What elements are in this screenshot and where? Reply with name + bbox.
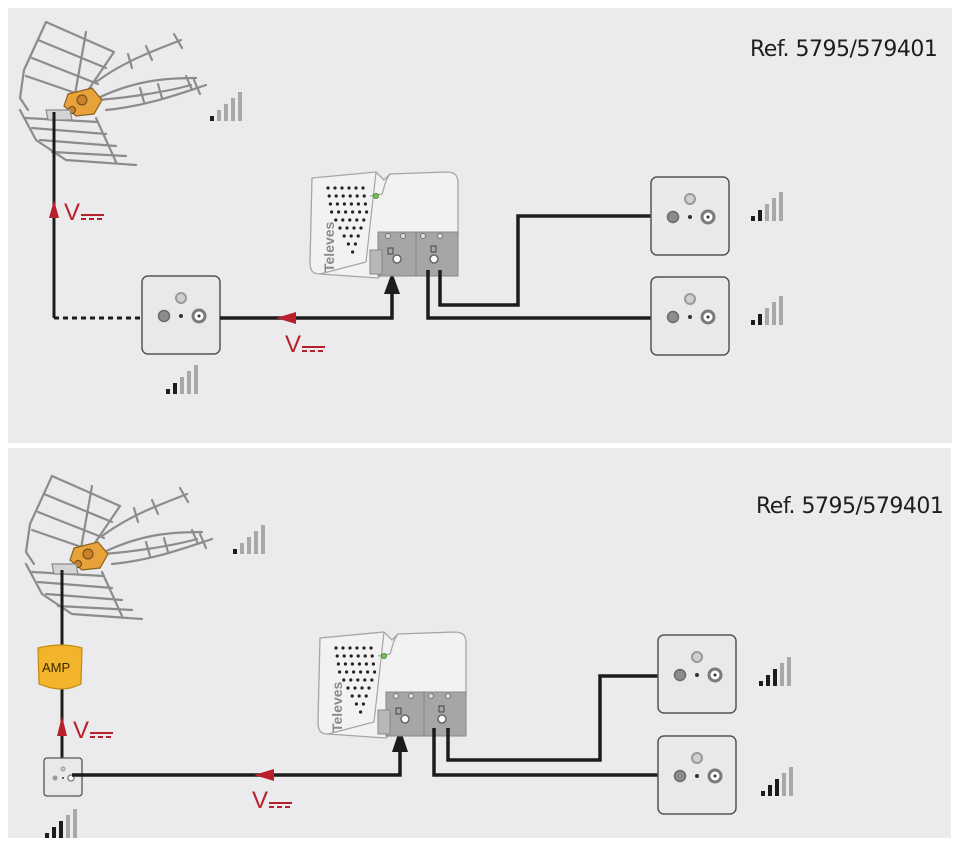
signal-bar-active <box>52 827 56 838</box>
signal-bar-inactive <box>187 371 191 394</box>
voltage-arrow-mast-top <box>49 200 59 218</box>
signal-bar-inactive <box>180 377 184 394</box>
signal-bar-active <box>751 320 755 325</box>
signal-bar-inactive <box>787 657 791 686</box>
voltage-label-input-bottom: V <box>252 787 268 814</box>
signal-strength-output-2-top <box>751 296 783 325</box>
signal-bar-inactive <box>73 809 77 838</box>
signal-bar-active <box>59 821 63 838</box>
signal-strength-antenna-bottom <box>233 525 265 554</box>
signal-bar-inactive <box>765 308 769 325</box>
signal-bar-inactive <box>782 773 786 796</box>
signal-strength-output-1-top <box>751 192 783 221</box>
voltage-label-mast-top: V <box>64 199 80 226</box>
signal-bar-active <box>758 210 762 221</box>
signal-bar-active <box>166 389 170 394</box>
output-cable-1-bottom <box>446 674 658 762</box>
wall-socket-input-bottom <box>43 757 83 797</box>
signal-bar-active <box>210 116 214 121</box>
voltage-arrow-input-top <box>276 312 296 324</box>
signal-bar-active <box>45 833 49 838</box>
top-diagram: V V Televes <box>18 20 783 394</box>
antenna-icon-bottom <box>24 474 214 621</box>
amplifier-brand-bottom: Televes <box>329 681 345 732</box>
signal-bar-inactive <box>254 531 258 554</box>
signal-bar-active <box>758 314 762 325</box>
signal-bar-inactive <box>240 543 244 554</box>
input-cable-bottom <box>72 748 402 777</box>
signal-bar-inactive <box>772 302 776 325</box>
signal-bar-inactive <box>217 110 221 121</box>
signal-strength-output-2-bottom <box>761 767 793 796</box>
signal-bar-inactive <box>261 525 265 554</box>
signal-bar-inactive <box>780 663 784 686</box>
diagram-panel-top <box>8 8 952 443</box>
voltage-arrow-mast-bottom <box>57 716 67 736</box>
signal-bar-active <box>768 785 772 796</box>
reference-label-top: Ref. 5795/579401 <box>750 37 938 62</box>
mast-amplifier-label: AMP <box>42 660 70 675</box>
signal-bar-inactive <box>231 98 235 121</box>
signal-arrow-input-top <box>384 272 400 294</box>
signal-strength-input-socket-top <box>166 365 198 394</box>
reference-label-bottom: Ref. 5795/579401 <box>756 494 944 519</box>
signal-strength-input-socket-bottom <box>45 809 77 838</box>
signal-bar-active <box>775 779 779 796</box>
signal-bar-inactive <box>789 767 793 796</box>
voltage-label-input-top: V <box>285 331 301 358</box>
output-cable-2-top <box>426 270 651 320</box>
signal-bar-inactive <box>772 198 776 221</box>
wall-socket-output-1-top <box>649 175 731 257</box>
voltage-arrow-input-bottom <box>254 769 274 781</box>
wall-socket-output-2-bottom <box>656 734 738 816</box>
signal-bar-active <box>173 383 177 394</box>
antenna-icon-top <box>18 20 208 167</box>
signal-bar-active <box>751 216 755 221</box>
signal-bar-inactive <box>238 92 242 121</box>
amplifier-brand-top: Televes <box>321 221 337 272</box>
signal-bar-active <box>759 681 763 686</box>
output-cable-1-top <box>438 214 651 307</box>
wall-socket-input-top <box>140 274 222 356</box>
diagram-panel-bottom <box>8 448 951 838</box>
signal-bar-inactive <box>194 365 198 394</box>
output-cable-2-bottom <box>432 728 658 777</box>
voltage-label-mast-bottom: V <box>73 717 89 744</box>
signal-bar-active <box>233 549 237 554</box>
input-cable-top <box>220 290 394 320</box>
signal-bar-active <box>766 675 770 686</box>
signal-arrow-input-bottom <box>392 728 408 752</box>
signal-bar-inactive <box>779 192 783 221</box>
signal-strength-antenna-top <box>210 92 242 121</box>
signal-bar-active <box>773 669 777 686</box>
wall-socket-output-1-bottom <box>656 633 738 715</box>
signal-bar-inactive <box>765 204 769 221</box>
signal-bar-inactive <box>66 815 70 838</box>
bottom-diagram: AMP V V Televes <box>24 474 793 838</box>
wall-socket-output-2-top <box>649 275 731 357</box>
mast-amplifier: AMP <box>37 644 83 690</box>
signal-strength-output-1-bottom <box>759 657 791 686</box>
signal-bar-inactive <box>224 104 228 121</box>
signal-bar-active <box>761 791 765 796</box>
signal-bar-inactive <box>779 296 783 325</box>
signal-bar-inactive <box>247 537 251 554</box>
